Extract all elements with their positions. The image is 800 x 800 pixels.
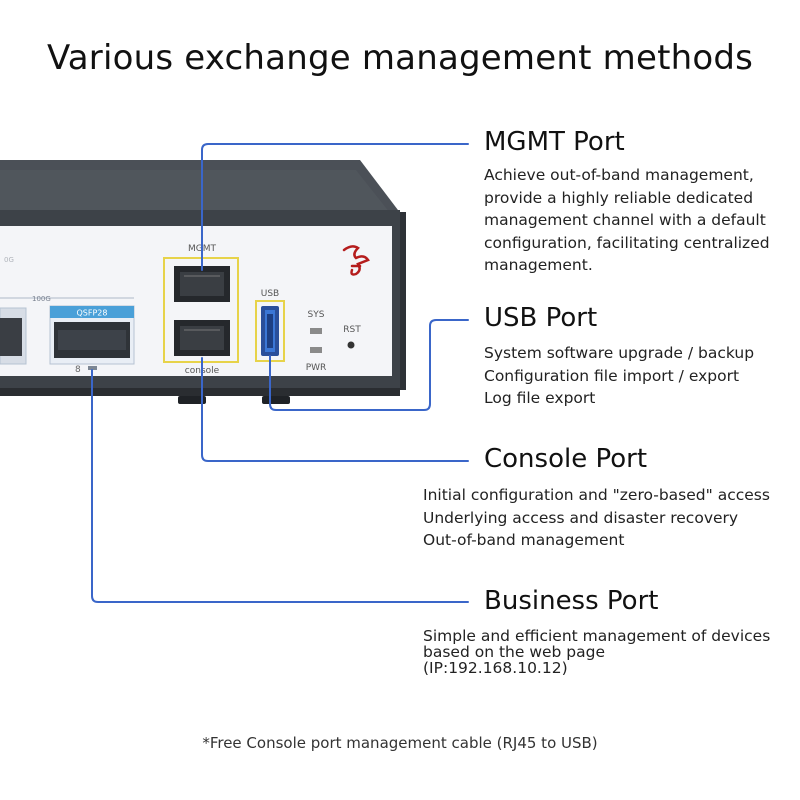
business-callout-line: [91, 369, 469, 603]
mgmt-port-description: Achieve out-of-band management, provide …: [484, 164, 770, 277]
description-line: Underlying access and disaster recovery: [423, 508, 739, 527]
page-title: Various exchange management methods: [46, 38, 754, 78]
qsfp-label: QSFP28: [77, 309, 108, 318]
description-line: System software upgrade / backup: [484, 344, 755, 362]
description-line: Simple and efficient management of devic…: [423, 627, 771, 645]
rst-label: RST: [343, 325, 361, 335]
console-callout-line: [201, 357, 469, 462]
port-led: [88, 366, 97, 370]
speed-faint-label: 0G: [4, 256, 14, 264]
usb-callout-line: [269, 319, 469, 411]
business-port-description: Simple and efficient management of devic…: [423, 628, 770, 676]
description-line: configuration, facilitating centralized: [484, 233, 770, 252]
chassis-side: [396, 212, 406, 390]
console-port-heading: Console Port: [484, 444, 648, 474]
pwr-led: [310, 347, 322, 353]
description-line: Initial configuration and "zero-based" a…: [423, 486, 770, 504]
usb-port-description: System software upgrade / backup Configu…: [484, 342, 754, 410]
description-line: (IP:192.168.10.12): [423, 659, 568, 677]
description-line: Achieve out-of-band management,: [484, 166, 754, 184]
usb-port-heading: USB Port: [484, 303, 598, 333]
sys-label: SYS: [308, 310, 325, 320]
port-number-label: 8: [75, 365, 81, 375]
description-line: provide a highly reliable dedicated: [484, 188, 754, 207]
footnote: *Free Console port management cable (RJ4…: [202, 734, 598, 752]
pwr-label: PWR: [306, 363, 327, 373]
console-port-description: Initial configuration and "zero-based" a…: [423, 484, 770, 552]
description-line: Configuration file import / export: [484, 366, 740, 385]
description-line: management.: [484, 256, 593, 274]
business-port-heading: Business Port: [484, 586, 659, 616]
description-line: Out-of-band management: [423, 531, 625, 549]
sys-led: [310, 328, 322, 334]
reset-button: [347, 341, 355, 349]
mgmt-callout-line: [201, 143, 469, 271]
mgmt-port-heading: MGMT Port: [484, 127, 625, 157]
description-line: management channel with a default: [484, 211, 766, 229]
speed-100g-label: 100G: [32, 295, 51, 303]
brand-logo-icon: [342, 245, 370, 276]
console-rj45-port: [174, 320, 230, 356]
description-line: based on the web page: [423, 643, 606, 661]
usb-label: USB: [261, 289, 279, 299]
mgmt-rj45-port: [174, 266, 230, 302]
description-line: Log file export: [484, 389, 596, 407]
